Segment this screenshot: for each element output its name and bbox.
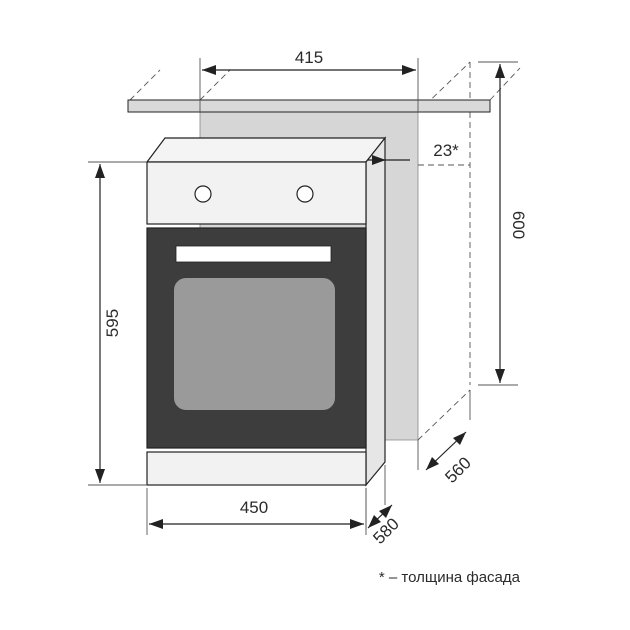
oven-top-face (145, 137, 387, 163)
dim-facade-thickness (368, 155, 410, 165)
label-niche-height: 600 (509, 211, 528, 239)
footnote: * – толщина фасада (379, 569, 521, 586)
countertop (127, 99, 491, 113)
label-oven-width: 450 (240, 498, 268, 517)
label-niche-width: 415 (295, 48, 323, 67)
dim-niche-width (199, 58, 419, 112)
label-facade-thickness: 23* (433, 141, 459, 160)
label-niche-depth: 560 (441, 453, 474, 486)
dim-oven-depth (365, 465, 393, 530)
right-knob (296, 185, 314, 203)
oven-side-face (365, 136, 386, 487)
door-handle (175, 245, 332, 263)
dim-niche-height (478, 61, 518, 386)
left-knob (194, 185, 212, 203)
door-window (174, 278, 335, 410)
dim-niche-depth (417, 390, 471, 471)
dim-oven-height (88, 161, 147, 486)
label-oven-height: 595 (103, 309, 122, 337)
oven-control-panel (146, 161, 367, 225)
oven-bottom-drawer (146, 451, 367, 486)
